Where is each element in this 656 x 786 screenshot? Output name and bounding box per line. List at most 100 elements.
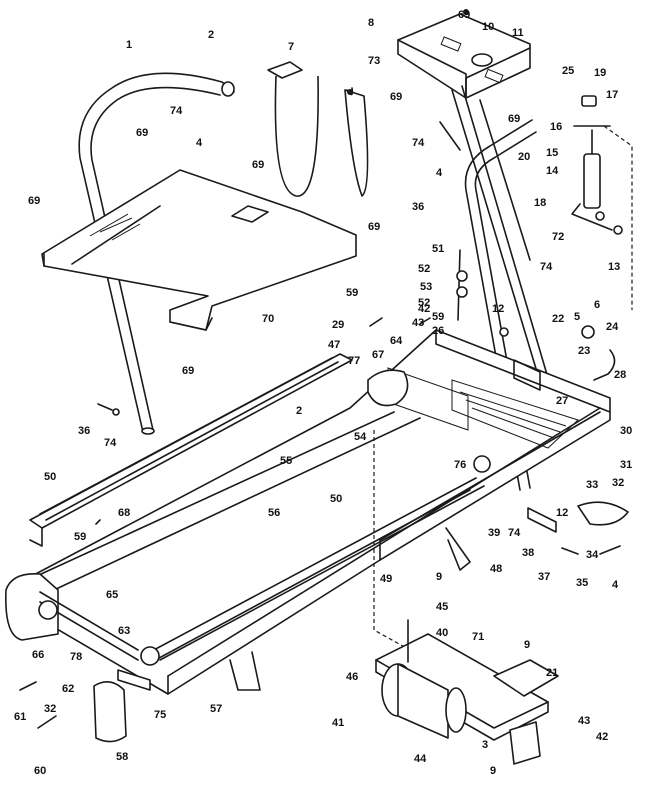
callout-72: 72 bbox=[552, 231, 564, 243]
callout-11: 11 bbox=[512, 27, 524, 39]
callout-16: 16 bbox=[550, 121, 562, 133]
callout-45: 45 bbox=[436, 601, 448, 613]
callout-24: 24 bbox=[606, 321, 619, 333]
callout-22: 22 bbox=[552, 313, 564, 325]
console bbox=[397, 9, 531, 99]
callout-29: 29 bbox=[332, 319, 344, 331]
callout-39: 39 bbox=[488, 527, 500, 539]
motor-assembly bbox=[373, 430, 559, 765]
callout-69: 69 bbox=[252, 159, 264, 171]
callout-62: 62 bbox=[62, 683, 74, 695]
callout-74: 74 bbox=[104, 437, 117, 449]
callout-17: 17 bbox=[606, 89, 618, 101]
callout-69: 69 bbox=[182, 365, 194, 377]
callout-51: 51 bbox=[432, 243, 444, 255]
callout-25: 25 bbox=[562, 65, 574, 77]
callout-14: 14 bbox=[546, 165, 559, 177]
callout-42: 42 bbox=[418, 303, 430, 315]
callout-59: 59 bbox=[432, 311, 444, 323]
callout-20: 20 bbox=[518, 151, 530, 163]
callout-70: 70 bbox=[262, 313, 274, 325]
belts bbox=[267, 61, 369, 197]
callout-73: 73 bbox=[368, 55, 380, 67]
callout-52: 52 bbox=[418, 263, 430, 275]
callout-78: 78 bbox=[70, 651, 82, 663]
callout-5: 5 bbox=[574, 311, 580, 323]
callout-57: 57 bbox=[210, 703, 222, 715]
callout-33: 33 bbox=[586, 479, 598, 491]
callout-69: 69 bbox=[136, 127, 148, 139]
callout-48: 48 bbox=[490, 563, 502, 575]
callout-60: 60 bbox=[34, 765, 46, 777]
callout-3: 3 bbox=[482, 739, 488, 751]
callout-69: 69 bbox=[28, 195, 40, 207]
callout-46: 46 bbox=[346, 671, 358, 683]
callout-9: 9 bbox=[490, 765, 496, 777]
callout-32: 32 bbox=[612, 477, 624, 489]
callout-53: 53 bbox=[420, 281, 432, 293]
callout-74: 74 bbox=[508, 527, 521, 539]
callout-56: 56 bbox=[268, 507, 280, 519]
callout-31: 31 bbox=[620, 459, 632, 471]
callout-77: 77 bbox=[348, 355, 360, 367]
callout-43: 43 bbox=[412, 317, 424, 329]
right-upright bbox=[439, 85, 549, 491]
callout-43: 43 bbox=[578, 715, 590, 727]
callout-40: 40 bbox=[436, 627, 448, 639]
callout-12: 12 bbox=[556, 507, 568, 519]
motor-hood bbox=[41, 169, 357, 331]
callout-36: 36 bbox=[412, 201, 424, 213]
callout-4: 4 bbox=[196, 137, 203, 149]
callout-19: 19 bbox=[594, 67, 606, 79]
callout-28: 28 bbox=[614, 369, 626, 381]
callout-55: 55 bbox=[280, 455, 292, 467]
hardware bbox=[19, 249, 629, 729]
callout-27: 27 bbox=[556, 395, 568, 407]
callout-44: 44 bbox=[414, 753, 427, 765]
callout-9: 9 bbox=[436, 571, 442, 583]
callout-41: 41 bbox=[332, 717, 344, 729]
lift-cylinder bbox=[571, 95, 633, 310]
callout-69: 69 bbox=[508, 113, 520, 125]
callout-63: 63 bbox=[118, 625, 130, 637]
callout-76: 76 bbox=[454, 459, 466, 471]
callout-69: 69 bbox=[458, 9, 470, 21]
callout-15: 15 bbox=[546, 147, 558, 159]
callout-7: 7 bbox=[288, 41, 294, 53]
callout-34: 34 bbox=[586, 549, 599, 561]
callout-30: 30 bbox=[620, 425, 632, 437]
callout-32: 32 bbox=[44, 703, 56, 715]
callout-42: 42 bbox=[596, 731, 608, 743]
callout-74: 74 bbox=[170, 105, 183, 117]
callout-2: 2 bbox=[296, 405, 302, 417]
callout-21: 21 bbox=[546, 667, 558, 679]
callout-59: 59 bbox=[346, 287, 358, 299]
callout-13: 13 bbox=[608, 261, 620, 273]
callout-2: 2 bbox=[208, 29, 214, 41]
callout-4: 4 bbox=[436, 167, 443, 179]
callout-58: 58 bbox=[116, 751, 128, 763]
callout-69: 69 bbox=[390, 91, 402, 103]
callout-68: 68 bbox=[118, 507, 130, 519]
callout-26: 26 bbox=[432, 325, 444, 337]
callout-9: 9 bbox=[524, 639, 530, 651]
callouts: 1 2 2 3 4 4 4 5 6 7 8 9 9 9 10 11 12 12 … bbox=[14, 9, 632, 777]
callout-75: 75 bbox=[154, 709, 166, 721]
callout-47: 47 bbox=[328, 339, 340, 351]
callout-59: 59 bbox=[74, 531, 86, 543]
callout-61: 61 bbox=[14, 711, 26, 723]
callout-64: 64 bbox=[390, 335, 403, 347]
callout-49: 49 bbox=[380, 573, 392, 585]
callout-50: 50 bbox=[44, 471, 56, 483]
callout-1: 1 bbox=[126, 39, 132, 51]
front-roller bbox=[5, 573, 160, 743]
callout-50: 50 bbox=[330, 493, 342, 505]
callout-71: 71 bbox=[472, 631, 484, 643]
callout-8: 8 bbox=[368, 17, 374, 29]
callout-4: 4 bbox=[612, 579, 619, 591]
deck-frame bbox=[27, 329, 611, 695]
callout-74: 74 bbox=[540, 261, 553, 273]
callout-65: 65 bbox=[106, 589, 118, 601]
